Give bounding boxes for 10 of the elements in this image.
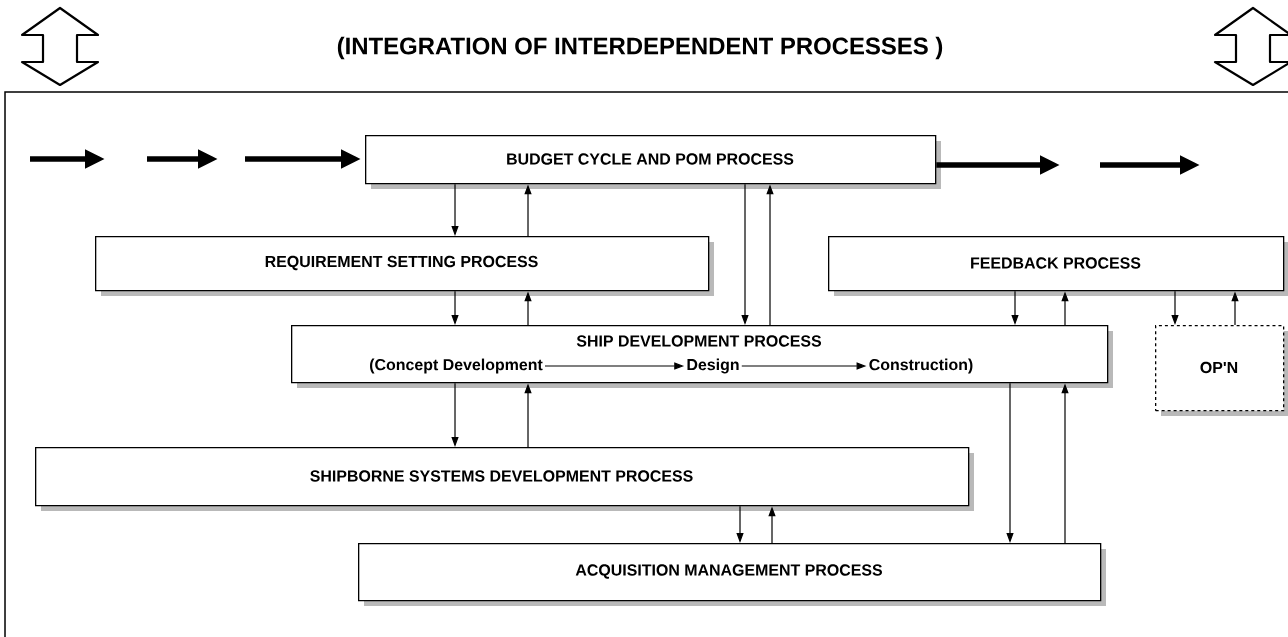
process-box: BUDGET CYCLE AND POM PROCESS: [365, 135, 941, 189]
process-box: ACQUISITION MANAGEMENT PROCESS: [358, 543, 1106, 606]
stage-label: (Concept Development: [370, 358, 543, 374]
stage-label: Design: [687, 358, 739, 374]
process-box: SHIPBORNE SYSTEMS DEVELOPMENT PROCESS: [35, 447, 974, 511]
stage-label: Construction): [869, 358, 973, 374]
process-box: REQUIREMENT SETTING PROCESS: [95, 236, 714, 296]
dashed-box: OP'N: [1155, 325, 1288, 416]
process-box: FEEDBACK PROCESS: [828, 236, 1288, 296]
title: (INTEGRATION OF INTERDEPENDENT PROCESSES ): [337, 36, 943, 60]
